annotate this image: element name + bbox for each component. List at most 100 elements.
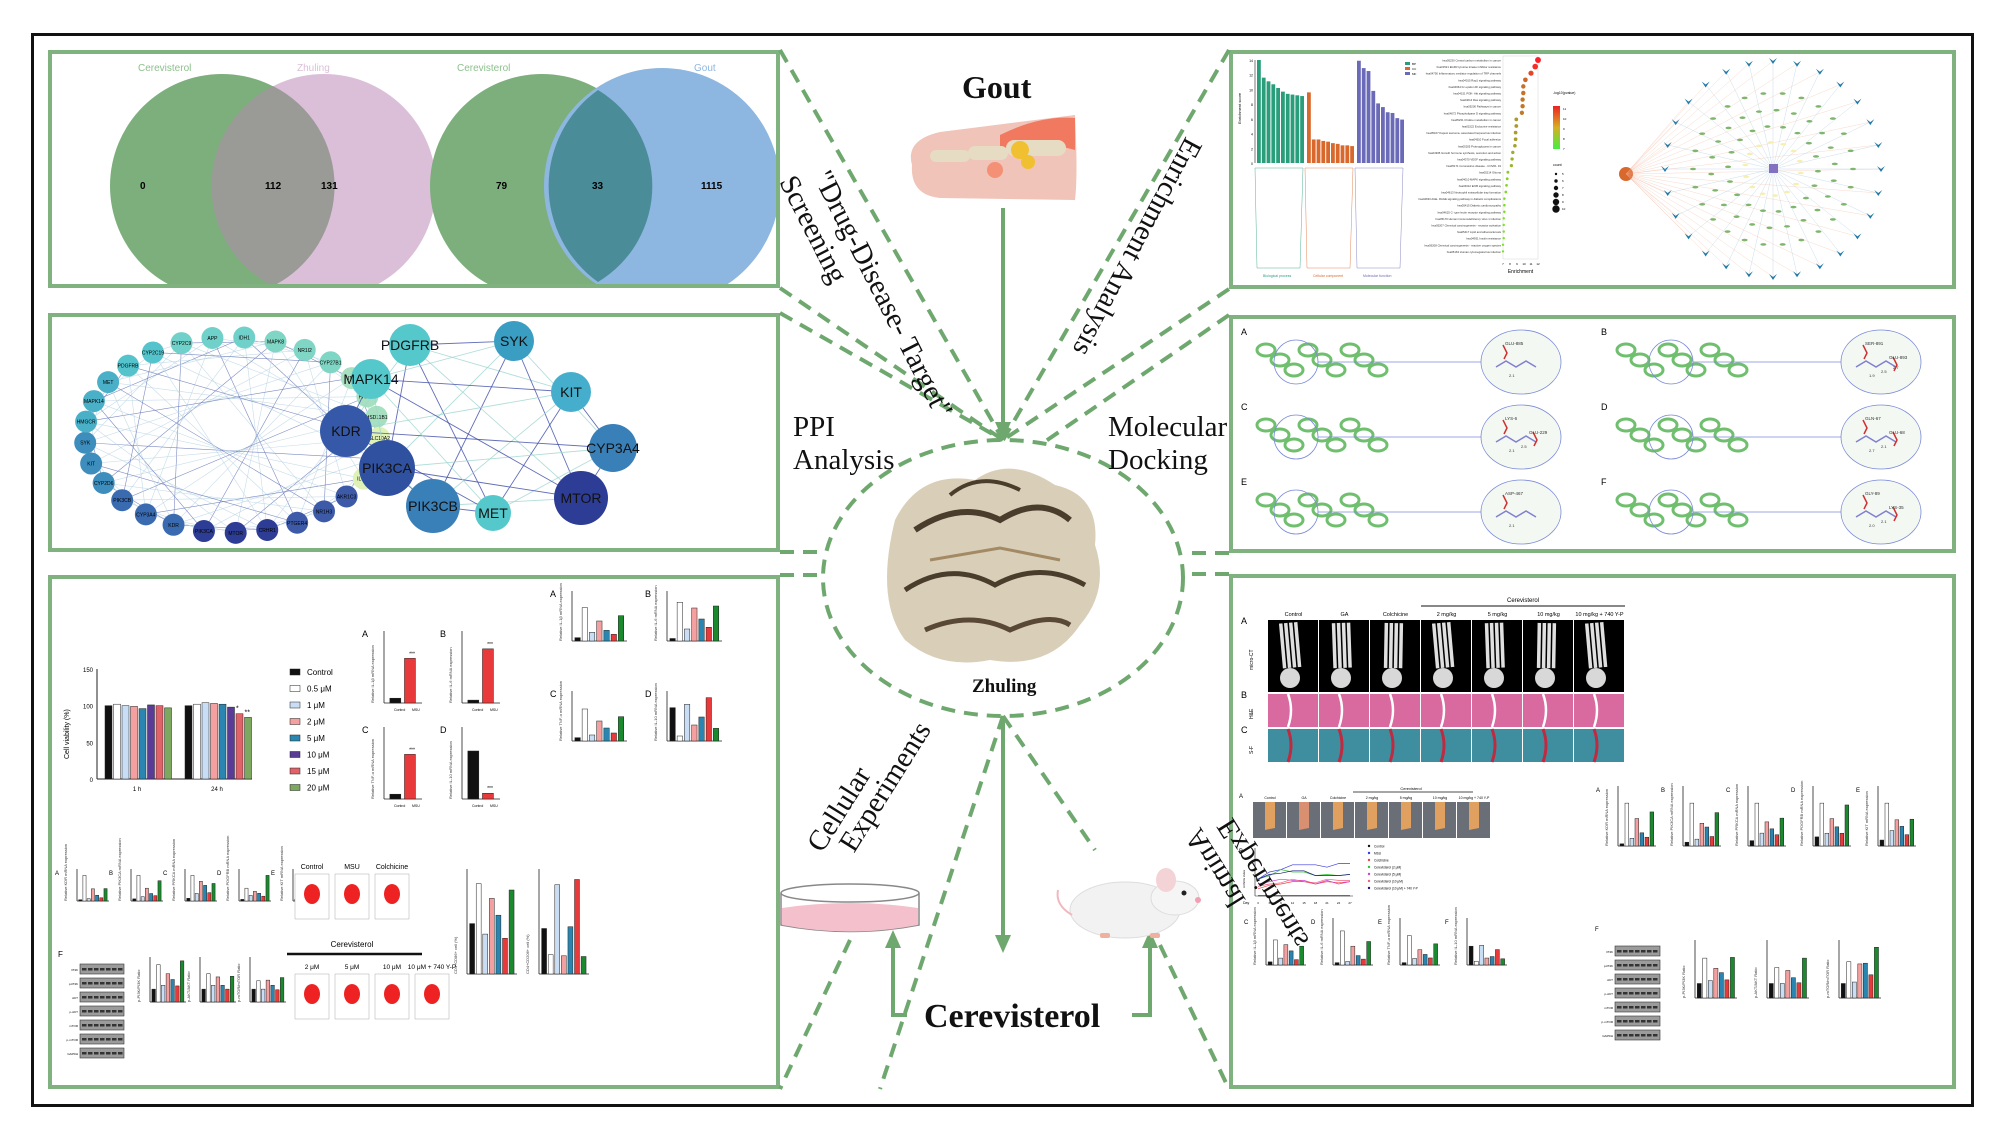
network-target-node bbox=[1756, 144, 1763, 148]
cell-cytokine-D-bar bbox=[676, 735, 683, 742]
residue-stick bbox=[1862, 344, 1868, 360]
protein-ribbon bbox=[1325, 512, 1347, 528]
network-pathway-node bbox=[1836, 81, 1845, 88]
network-edge bbox=[1625, 144, 1879, 175]
network-pathway-node bbox=[1671, 119, 1680, 126]
network-edge bbox=[1688, 101, 1774, 170]
western-band bbox=[88, 1024, 93, 1027]
network-pathway-node bbox=[1836, 250, 1845, 257]
protein-ribbon bbox=[1713, 502, 1735, 518]
arthritis-legend-label: MSU bbox=[1374, 852, 1382, 856]
protein-ribbon bbox=[1671, 352, 1693, 368]
msu-chart-B-ylabel: Relative IL-6 mRNA expression bbox=[448, 647, 453, 703]
ppi-label-line2: Analysis bbox=[793, 444, 895, 476]
ppi-panel: CYP2C9APPIDH1MAPK8NR1I2CYP27B1ITKPRKCAHS… bbox=[48, 313, 780, 552]
protein-ribbon bbox=[1671, 502, 1693, 518]
binding-detail-circle bbox=[1480, 479, 1562, 545]
ppi-edge bbox=[296, 377, 353, 523]
msu-chart-D-letter: D bbox=[440, 725, 447, 735]
network-edge bbox=[1772, 71, 1820, 170]
msu-chart-D-bar bbox=[482, 792, 494, 800]
animal-western-band bbox=[1623, 978, 1628, 981]
sf-stain-image bbox=[1523, 729, 1573, 762]
msu-xlabel: Control bbox=[394, 804, 406, 808]
bone-joint bbox=[1433, 668, 1453, 688]
venn-1: Cerevisterol Zhuling 0 112 131 bbox=[110, 63, 436, 284]
sf-stain-image bbox=[1370, 729, 1420, 762]
ppi-core-edge bbox=[409, 344, 582, 499]
viability-legend-swatch bbox=[289, 668, 301, 676]
protein-ribbon bbox=[1727, 512, 1749, 528]
ppi-node bbox=[117, 354, 140, 377]
protein-ribbon bbox=[1367, 362, 1389, 378]
kegg-pathway-label: hsa01521 EGFR tyrosine kinase inhibitor … bbox=[1437, 65, 1502, 69]
bone bbox=[1489, 622, 1495, 669]
ppi-edge bbox=[107, 381, 325, 512]
ppi-core-node bbox=[351, 359, 391, 399]
animal-cytokine-F-bar bbox=[1489, 956, 1495, 966]
animal-western-band bbox=[1623, 964, 1628, 967]
kegg-pathway-label: hsa05415 Diabetic cardiomyopathy bbox=[1457, 204, 1501, 208]
network-pathway-node bbox=[1793, 271, 1802, 278]
animal-mrna-E-bar bbox=[1909, 818, 1914, 847]
msu-chart-A-bar bbox=[389, 697, 402, 704]
bone bbox=[1436, 622, 1445, 669]
animal-western-band bbox=[1641, 1006, 1646, 1009]
network-target-node bbox=[1724, 105, 1731, 108]
cell-ratio-0-bar bbox=[165, 973, 170, 1003]
go-bar bbox=[1295, 95, 1300, 163]
cell-mrna-D-bar bbox=[253, 891, 257, 902]
network-edge bbox=[1625, 60, 1774, 175]
animal-mrna-C-bar bbox=[1774, 834, 1779, 847]
cell-ratio-1-bar bbox=[201, 988, 206, 1003]
network-edge bbox=[1748, 168, 1774, 275]
animal-cytokine-F-bar bbox=[1495, 949, 1500, 966]
viability-bar bbox=[235, 713, 244, 780]
animal-western-band bbox=[1653, 1034, 1658, 1037]
network-edge bbox=[1772, 168, 1858, 237]
cell-cytokine-A-bar bbox=[603, 630, 610, 642]
cd206-chart-bar bbox=[561, 955, 567, 975]
kegg-bubble bbox=[1504, 190, 1508, 194]
ppi-node bbox=[293, 338, 316, 361]
protein-ribbon bbox=[1339, 492, 1361, 508]
arthritis-letter: B bbox=[1239, 849, 1243, 855]
animal-mrna-C-bar bbox=[1779, 817, 1784, 847]
kegg-bubble bbox=[1506, 170, 1510, 174]
network-target-node bbox=[1712, 189, 1719, 192]
cell-cytokine-D-bar bbox=[684, 704, 691, 742]
kegg-size-tick: 9 bbox=[1562, 200, 1564, 204]
western-band bbox=[100, 1052, 105, 1055]
kegg-xlabel: Enrichment bbox=[1508, 269, 1534, 275]
animal-mrna-C-bar bbox=[1764, 821, 1769, 847]
viability-sig: ** bbox=[245, 709, 251, 716]
binding-site-circle bbox=[1648, 339, 1694, 385]
western-band bbox=[118, 1010, 123, 1013]
flow-group-title: Cerevisterol bbox=[331, 940, 374, 949]
cd206-chart-bar bbox=[574, 879, 580, 975]
ppi-node bbox=[192, 520, 215, 543]
network-edge bbox=[1625, 84, 1706, 175]
cell-mrna-A-bar bbox=[86, 898, 91, 902]
network-edge bbox=[1625, 122, 1871, 175]
network-target-node bbox=[1764, 125, 1771, 128]
ppi-edge bbox=[173, 524, 268, 531]
ligand-stick bbox=[1495, 435, 1537, 443]
residue-label: LYS-35 bbox=[1889, 505, 1904, 510]
bone-joint bbox=[1382, 668, 1402, 688]
animal-ratio-0-bar bbox=[1713, 968, 1719, 999]
animal-cytokine-E-bar bbox=[1412, 958, 1417, 966]
imaging-row-label: micro-CT bbox=[1249, 649, 1255, 670]
ppi-core-edge bbox=[370, 378, 494, 514]
kegg-pathway-label: hsa04151 PI3K- Akt signaling pathway bbox=[1453, 92, 1501, 96]
cell-mrna-E-ylabel: Relative KIT mRNA expression bbox=[279, 846, 284, 901]
kegg-bubble bbox=[1503, 203, 1506, 207]
flow-scatter bbox=[344, 884, 360, 904]
kegg-pathway-label: hsa05231 Choline metabolism in cancer bbox=[1451, 118, 1501, 122]
cell-mrna-A-bar bbox=[78, 899, 83, 902]
docking-panel-letter: B bbox=[1601, 327, 1607, 337]
network-edge bbox=[1625, 173, 1871, 216]
western-band bbox=[118, 968, 123, 971]
